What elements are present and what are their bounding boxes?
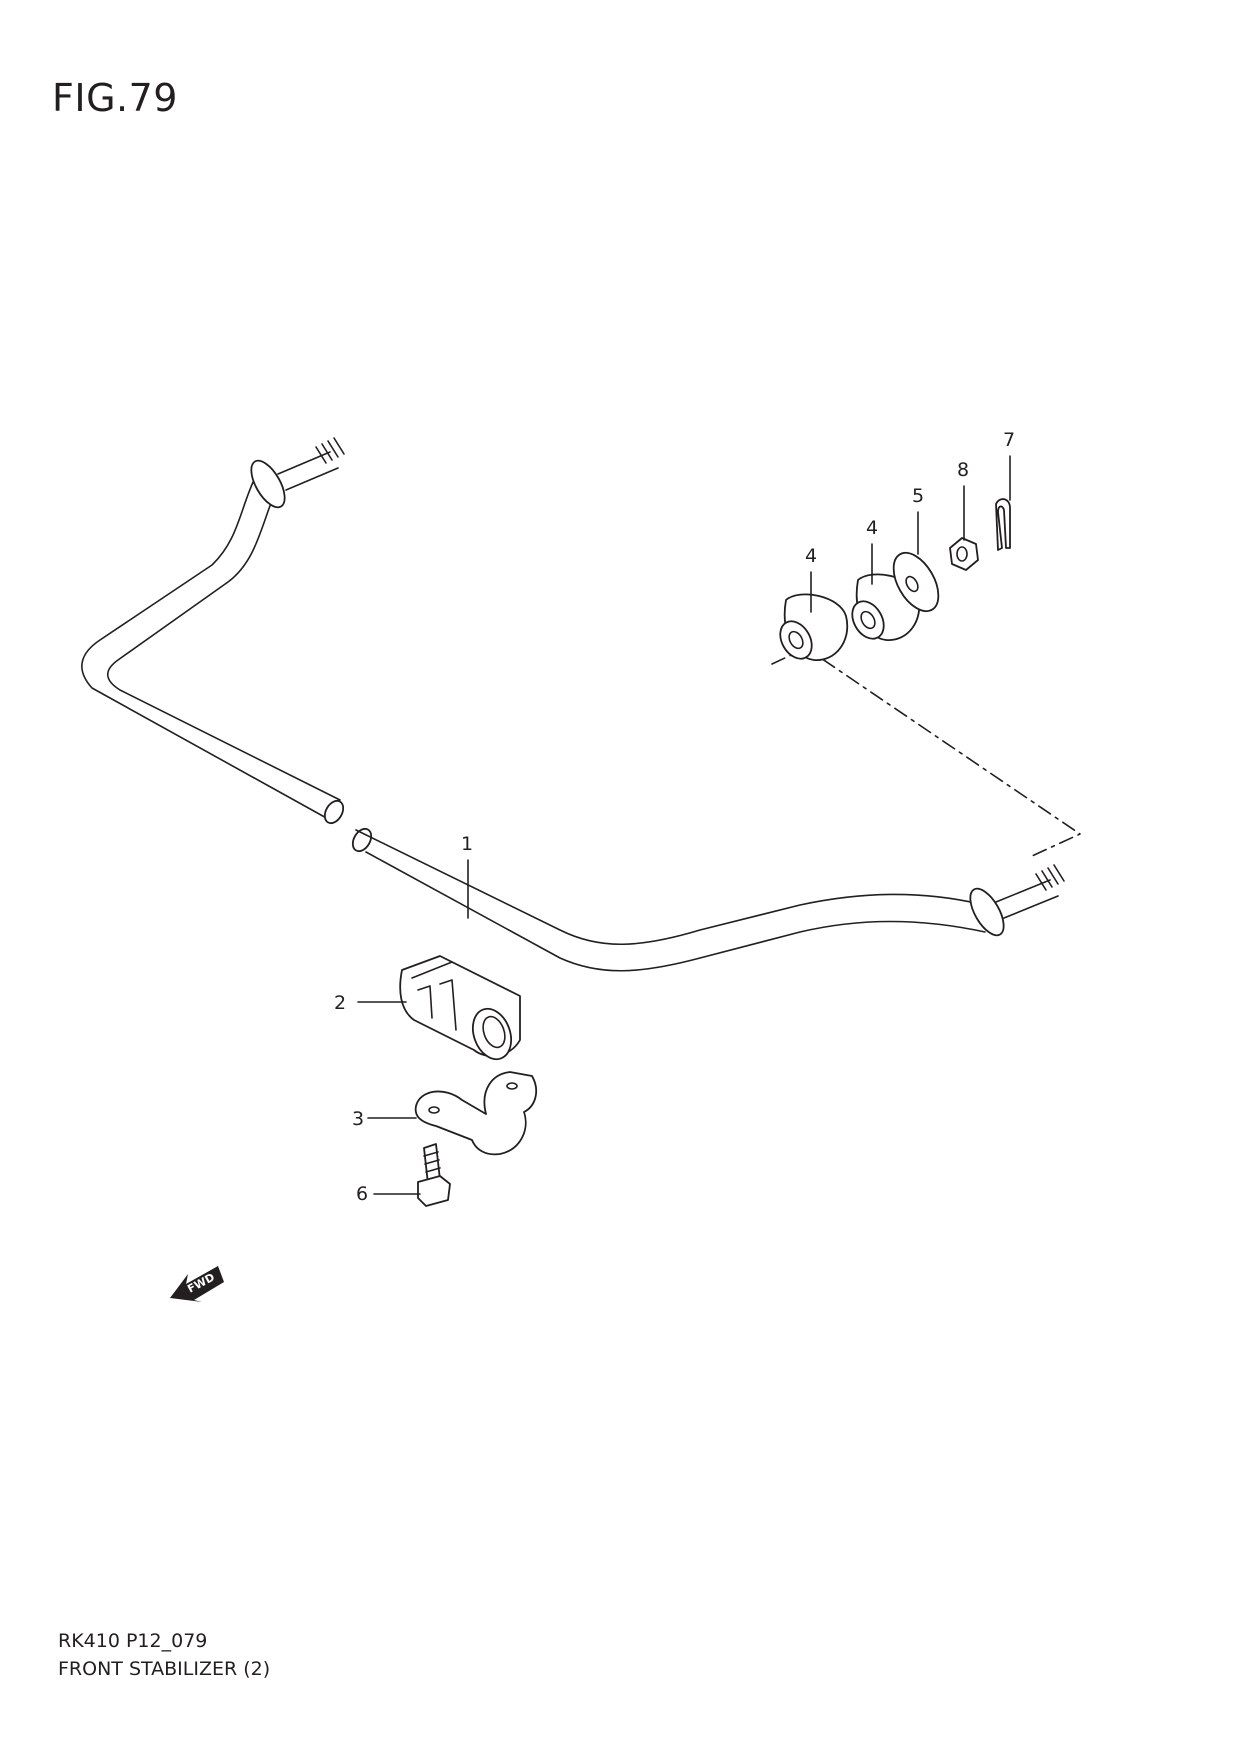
callout-4-lower: 4: [805, 545, 817, 567]
bushing: [399, 955, 521, 1061]
diagram-name: FRONT STABILIZER (2): [58, 1658, 271, 1680]
diagram-code: RK410 P12_079: [58, 1630, 208, 1652]
washer: [892, 551, 940, 613]
callout-7: 7: [1003, 429, 1015, 451]
figure-title: FIG.79: [52, 76, 178, 120]
callout-4-upper: 4: [866, 517, 878, 539]
cushion-upper: [779, 593, 849, 661]
assembly-line: [771, 647, 1081, 857]
callout-8: 8: [957, 459, 969, 481]
bolt: [417, 1143, 451, 1207]
stabilizer-bar: [81, 437, 1065, 972]
bracket: [414, 1071, 538, 1156]
fwd-arrow-icon: FWD: [170, 1266, 224, 1302]
callout-2: 2: [334, 992, 346, 1014]
castle-nut: [949, 537, 979, 571]
callout-1: 1: [461, 833, 473, 855]
cotter-pin: [995, 498, 1011, 551]
leader-lines: [357, 455, 1011, 1195]
callout-6: 6: [356, 1183, 368, 1205]
callout-5: 5: [912, 485, 924, 507]
callout-3: 3: [352, 1108, 364, 1130]
